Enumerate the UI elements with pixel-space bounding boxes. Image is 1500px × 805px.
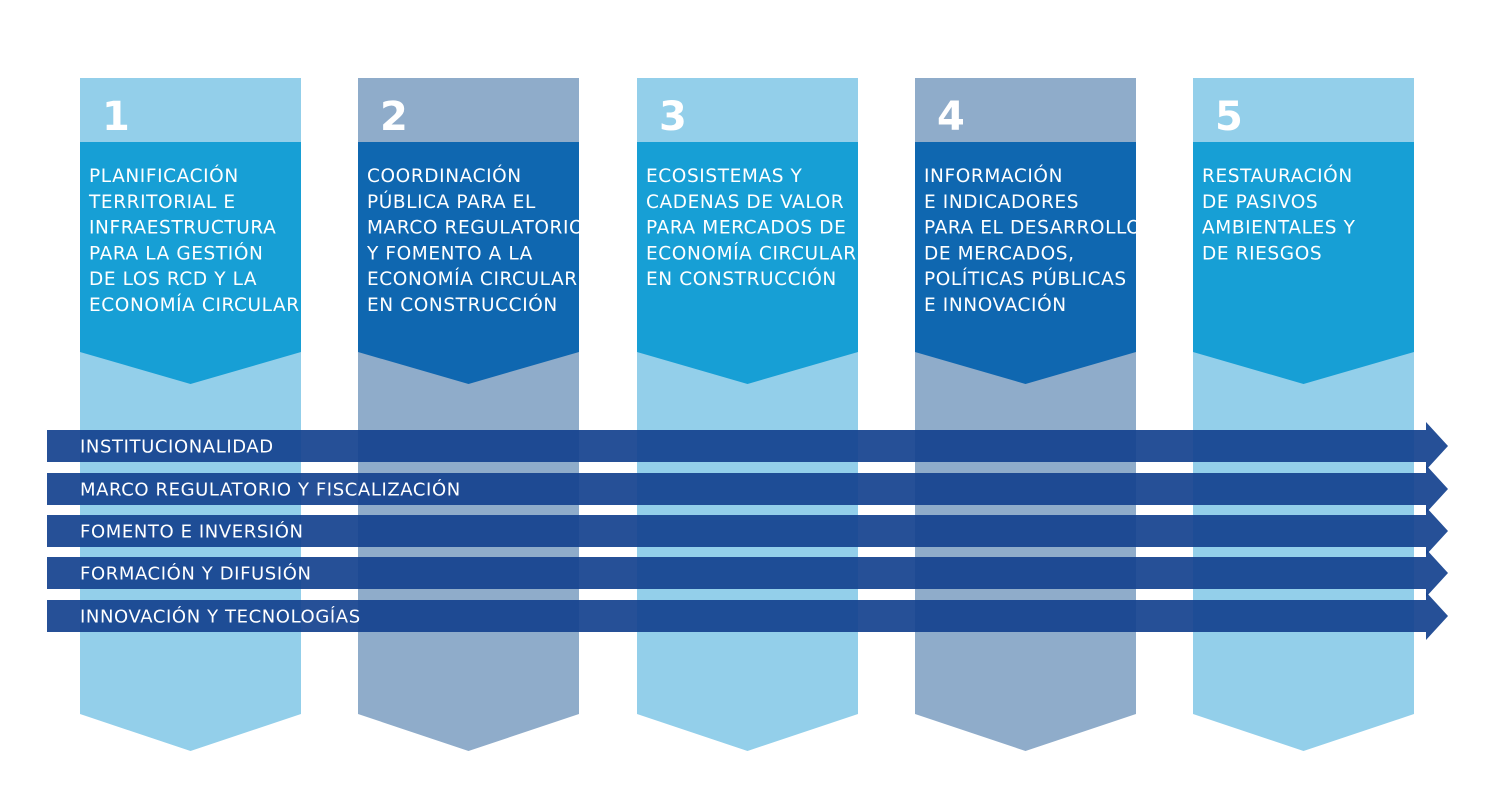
axis-title-line: POLÍTICAS PÚBLICAS bbox=[924, 268, 1127, 290]
axis-title: INFORMACIÓN E INDICADORES PARA EL DESARROL… bbox=[924, 165, 1141, 316]
axis-title-line: PARA MERCADOS DE bbox=[646, 218, 846, 239]
axis-title: RESTAURACIÓN DE PASIVOS AMBIENTALES Y DE RI… bbox=[1202, 165, 1356, 264]
cross-band-3: FOMENTO E INVERSIÓN bbox=[47, 507, 1448, 555]
bands-layer: INSTITUCIONALIDAD MARCO REGULATORIO Y FIS… bbox=[47, 422, 1448, 640]
band-arrow bbox=[47, 507, 1448, 555]
axis-title-line: EN CONSTRUCCIÓN bbox=[646, 268, 837, 290]
axis-title-line: CADENAS DE VALOR bbox=[646, 192, 844, 213]
axis-title-line: AMBIENTALES Y bbox=[1202, 218, 1356, 239]
band-arrow bbox=[47, 549, 1448, 597]
axis-title-line: PARA LA GESTIÓN bbox=[89, 242, 263, 264]
column-header-chevron bbox=[80, 142, 301, 384]
axis-number: 3 bbox=[659, 94, 687, 140]
cross-band-2: MARCO REGULATORIO Y FISCALIZACIÓN bbox=[47, 465, 1448, 513]
axis-title-line: EN CONSTRUCCIÓN bbox=[367, 294, 558, 316]
axis-title-line: E INDICADORES bbox=[924, 192, 1079, 213]
cross-band-4: FORMACIÓN Y DIFUSIÓN bbox=[47, 549, 1448, 597]
column-header-chevron bbox=[915, 142, 1136, 384]
cross-band-5: INNOVACIÓN Y TECNOLOGÍAS bbox=[47, 592, 1448, 640]
axis-number: 1 bbox=[102, 94, 130, 140]
axis-title-line: DE PASIVOS bbox=[1202, 192, 1318, 213]
band-arrow bbox=[47, 422, 1448, 470]
axis-title-line: DE MERCADOS, bbox=[924, 243, 1075, 264]
axis-title-line: ECONOMÍA CIRCULAR bbox=[367, 268, 578, 290]
column-header-chevron bbox=[1193, 142, 1414, 384]
band-label: INNOVACIÓN Y TECNOLOGÍAS bbox=[80, 606, 361, 628]
cross-band-1: INSTITUCIONALIDAD bbox=[47, 422, 1448, 470]
axis-title-line: INFORMACIÓN bbox=[924, 165, 1063, 187]
axis-title-line: DE LOS RCD Y LA bbox=[89, 269, 257, 290]
axis-number: 5 bbox=[1215, 94, 1243, 140]
band-label: FOMENTO E INVERSIÓN bbox=[80, 521, 304, 543]
axis-title: COORDINACIÓN PÚBLICA PARA EL MARCO REGULAT… bbox=[366, 165, 584, 316]
band-label: MARCO REGULATORIO Y FISCALIZACIÓN bbox=[80, 479, 461, 501]
column-header-chevron bbox=[358, 142, 579, 384]
axis-title-line: Y FOMENTO A LA bbox=[366, 243, 533, 264]
axis-title-line: MARCO REGULATORIO bbox=[367, 218, 584, 239]
axis-number: 4 bbox=[937, 94, 965, 140]
band-arrow bbox=[47, 592, 1448, 640]
axis-title-line: RESTAURACIÓN bbox=[1202, 165, 1353, 187]
axis-title-line: ECONOMÍA CIRCULAR bbox=[89, 294, 300, 316]
axis-title-line: E INNOVACIÓN bbox=[924, 294, 1067, 316]
column-header-chevron bbox=[637, 142, 858, 384]
band-arrow bbox=[47, 465, 1448, 513]
band-label: INSTITUCIONALIDAD bbox=[80, 437, 274, 458]
band-label: FORMACIÓN Y DIFUSIÓN bbox=[80, 563, 312, 585]
axis-title-line: ECOSISTEMAS Y bbox=[646, 166, 803, 187]
axis-title-line: COORDINACIÓN bbox=[367, 165, 522, 187]
axis-title-line: PLANIFICACIÓN bbox=[89, 165, 239, 187]
axis-title-line: TERRITORIAL E bbox=[88, 192, 236, 213]
axis-title-line: PARA EL DESARROLLO bbox=[924, 218, 1141, 239]
axis-number: 2 bbox=[380, 94, 408, 140]
axis-title-line: INFRAESTRUCTURA bbox=[89, 218, 276, 239]
axis-title-line: ECONOMÍA CIRCULAR bbox=[646, 242, 857, 264]
axis-title-line: DE RIESGOS bbox=[1202, 243, 1322, 264]
axis-title: ECOSISTEMAS Y CADENAS DE VALOR PARA MERCAD… bbox=[646, 166, 857, 290]
axis-title-line: PÚBLICA PARA EL bbox=[367, 191, 536, 213]
axis-title: PLANIFICACIÓN TERRITORIAL E INFRAESTRUCTUR… bbox=[88, 165, 300, 316]
